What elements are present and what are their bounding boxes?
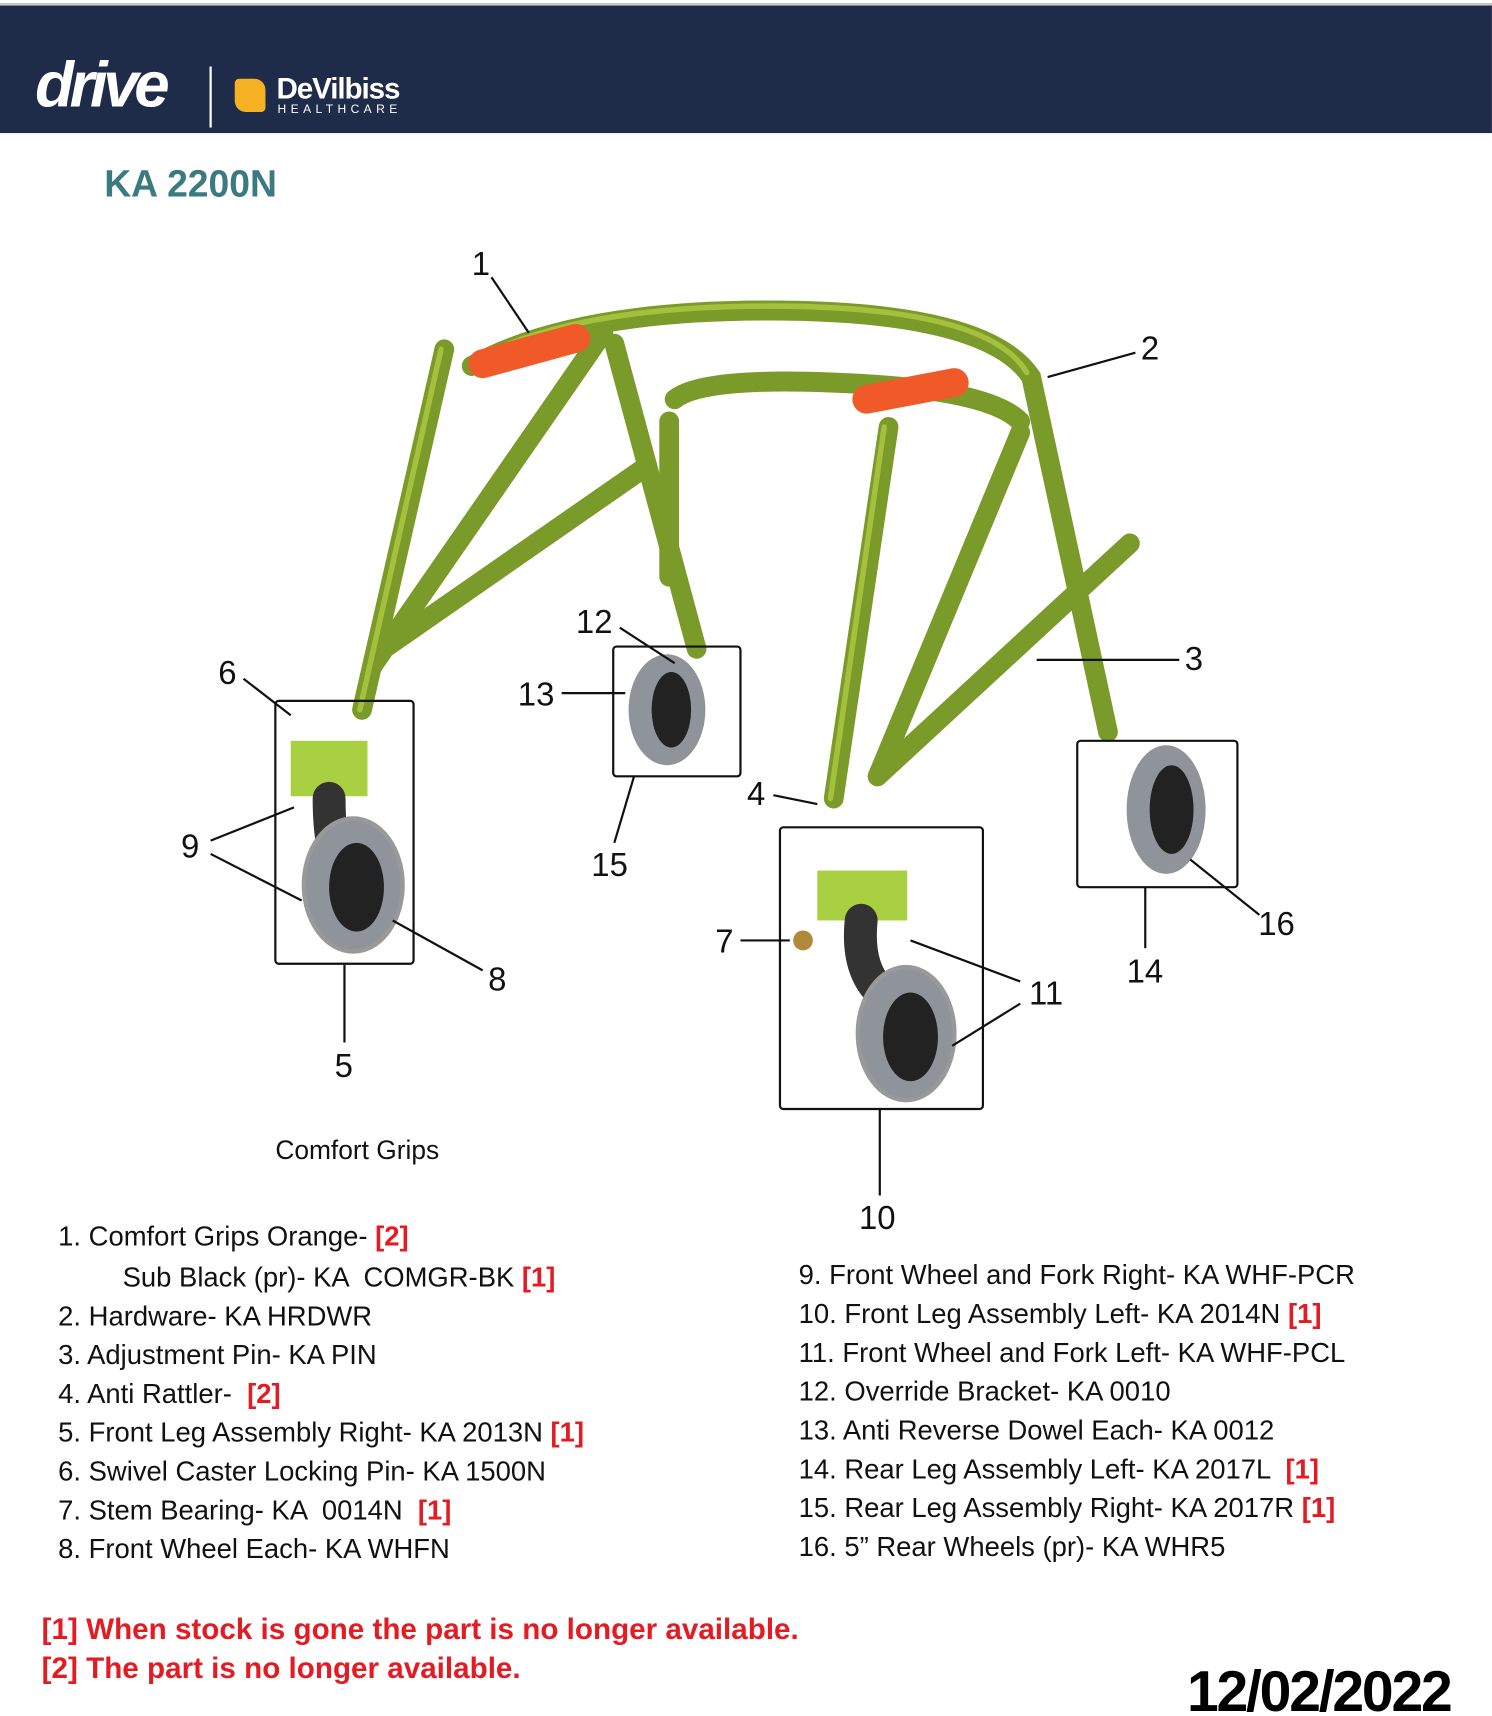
header-banner: drive DeVilbiss HEALTHCARE bbox=[0, 3, 1492, 134]
walker-illustration bbox=[290, 300, 1206, 1103]
part-item: Sub Black (pr)- KA COMGR-BK [1] bbox=[92, 1262, 556, 1294]
part-item: 3. Adjustment Pin- KA PIN bbox=[58, 1339, 377, 1371]
svg-text:3: 3 bbox=[1185, 641, 1203, 678]
svg-text:6: 6 bbox=[218, 655, 236, 692]
part-item: 15. Rear Leg Assembly Right- KA 2017R [1… bbox=[798, 1492, 1336, 1524]
part-item: 14. Rear Leg Assembly Left- KA 2017L [1] bbox=[798, 1453, 1319, 1485]
part-item: 11. Front Wheel and Fork Left- KA WHF-PC… bbox=[798, 1337, 1346, 1369]
part-item: 8. Front Wheel Each- KA WHFN bbox=[58, 1533, 450, 1565]
part-item: 6. Swivel Caster Locking Pin- KA 1500N bbox=[58, 1456, 546, 1488]
devilbiss-logo: DeVilbiss bbox=[276, 72, 400, 106]
devilbiss-logo-sub: HEALTHCARE bbox=[277, 103, 402, 117]
walker-parts-diagram: 1 2 3 4 5 6 7 8 9 10 11 12 13 14 15 16 bbox=[181, 246, 1295, 1237]
part-item: 16. 5” Rear Wheels (pr)- KA WHR5 bbox=[798, 1531, 1226, 1563]
drive-logo: drive bbox=[35, 48, 170, 121]
svg-text:15: 15 bbox=[591, 847, 628, 884]
part-item: 12. Override Bracket- KA 0010 bbox=[798, 1376, 1171, 1408]
svg-text:12: 12 bbox=[576, 604, 613, 641]
svg-text:16: 16 bbox=[1258, 906, 1295, 943]
svg-text:4: 4 bbox=[747, 776, 765, 813]
callout-numbers: 1 2 3 4 5 6 7 8 9 10 11 12 13 14 15 16 bbox=[181, 246, 1295, 1237]
svg-text:9: 9 bbox=[181, 828, 199, 865]
svg-text:14: 14 bbox=[1127, 953, 1164, 990]
svg-text:1: 1 bbox=[472, 246, 490, 283]
svg-text:7: 7 bbox=[715, 923, 733, 960]
parts-list-left: 1. Comfort Grips Orange- [2] Sub Black (… bbox=[58, 1218, 584, 1570]
part-item: 7. Stem Bearing- KA 0014N [1] bbox=[58, 1494, 452, 1526]
svg-text:13: 13 bbox=[518, 676, 555, 713]
part-item: 4. Anti Rattler- [2] bbox=[58, 1378, 281, 1410]
svg-text:11: 11 bbox=[1029, 976, 1063, 1013]
part-item: 13. Anti Reverse Dowel Each- KA 0012 bbox=[798, 1415, 1275, 1447]
page-title: KA 2200N bbox=[104, 163, 277, 206]
document-date: 12/02/2022 bbox=[1186, 1660, 1453, 1716]
svg-text:5: 5 bbox=[335, 1048, 353, 1085]
svg-text:10: 10 bbox=[859, 1200, 896, 1237]
part-item: 10. Front Leg Assembly Left- KA 2014N [1… bbox=[798, 1298, 1322, 1330]
detail-boxes bbox=[274, 645, 1239, 1111]
footnote-1: [1] When stock is gone the part is no lo… bbox=[41, 1612, 799, 1646]
footnote-2: [2] The part is no longer available. bbox=[41, 1651, 521, 1685]
svg-text:2: 2 bbox=[1141, 330, 1159, 367]
part-item: 9. Front Wheel and Fork Right- KA WHF-PC… bbox=[798, 1259, 1355, 1291]
part-item: 2. Hardware- KA HRDWR bbox=[58, 1300, 373, 1332]
devilbiss-logo-icon bbox=[234, 78, 266, 113]
part-item: 1. Comfort Grips Orange- [2] bbox=[58, 1221, 409, 1253]
diagram-caption: Comfort Grips bbox=[275, 1135, 440, 1166]
svg-text:8: 8 bbox=[488, 961, 506, 998]
parts-list-right: 9. Front Wheel and Fork Right- KA WHF-PC… bbox=[799, 1256, 1355, 1567]
logo-divider bbox=[209, 66, 212, 128]
callout-lines bbox=[210, 276, 1261, 1196]
part-item: 5. Front Leg Assembly Right- KA 2013N [1… bbox=[58, 1417, 585, 1449]
